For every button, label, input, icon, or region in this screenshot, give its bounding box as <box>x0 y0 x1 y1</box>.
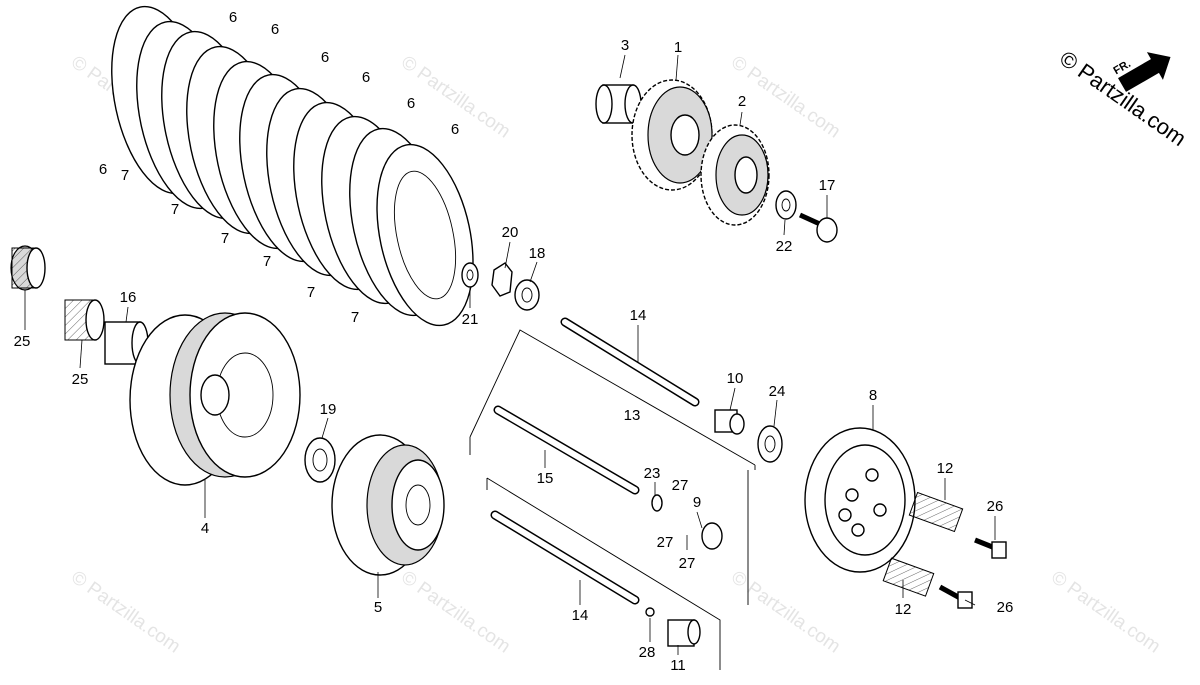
callout-14: 14 <box>572 607 589 624</box>
callout-19: 19 <box>320 401 337 418</box>
callout-9: 9 <box>693 494 701 511</box>
callout-20: 20 <box>502 224 519 241</box>
oil-pump-drive-gear <box>700 124 770 226</box>
callout-11: 11 <box>670 657 686 674</box>
callout-6: 6 <box>271 21 279 38</box>
callout-6: 6 <box>407 95 415 112</box>
callout-27: 27 <box>672 477 689 494</box>
leader-lines <box>24 54 996 655</box>
pressure-plate <box>804 427 916 573</box>
brand-mark: © Partzilla.com FR. <box>1055 46 1191 152</box>
callout-6: 6 <box>229 9 237 26</box>
callout-24: 24 <box>769 383 786 400</box>
callout-7: 7 <box>221 230 229 247</box>
release-bearing <box>757 425 783 463</box>
pushrod-assembly-box <box>469 329 756 670</box>
callout-6: 6 <box>362 69 370 86</box>
callout-22: 22 <box>776 238 793 255</box>
lock-washer <box>461 262 479 288</box>
watermark: © Partzilla.com <box>727 567 844 658</box>
callout-23: 23 <box>644 465 661 482</box>
clutch-center <box>331 434 445 576</box>
gear-washer <box>775 190 797 220</box>
clutch-spring-upper <box>908 491 964 533</box>
callout-12: 12 <box>937 460 954 477</box>
callout-4: 4 <box>201 520 209 537</box>
gear-bolt <box>798 212 838 243</box>
callout-8: 8 <box>869 387 877 404</box>
callout-1: 1 <box>674 39 682 56</box>
spring-bolt-lower <box>938 584 973 609</box>
callout-27: 27 <box>657 534 674 551</box>
callout-28: 28 <box>639 644 656 661</box>
callout-21: 21 <box>462 311 479 328</box>
callout-25: 25 <box>14 333 31 350</box>
lifter-piece <box>714 409 745 435</box>
callout-14: 14 <box>630 307 647 324</box>
callout-7: 7 <box>351 309 359 326</box>
needle-bearing-b <box>64 299 105 341</box>
lifter-joint <box>701 522 723 550</box>
snap-ring <box>651 494 663 512</box>
clutch-plate-stack <box>111 5 474 327</box>
pushrod <box>493 405 640 495</box>
steel-ball <box>645 607 655 617</box>
gear-collar <box>595 84 642 124</box>
callout-labels: 1 2 3 4 5 6 6 6 6 6 6 6 7 7 7 7 7 7 8 9 … <box>14 9 1014 674</box>
callout-7: 7 <box>121 167 129 184</box>
watermark: © Partzilla.com <box>67 567 184 658</box>
tab-washer <box>491 262 513 297</box>
lifter-rod-lower <box>490 510 640 605</box>
callout-26: 26 <box>987 498 1004 515</box>
callout-18: 18 <box>529 245 546 262</box>
callout-2: 2 <box>738 93 746 110</box>
callout-3: 3 <box>621 37 629 54</box>
callout-5: 5 <box>374 599 382 616</box>
callout-12: 12 <box>895 601 912 618</box>
callout-10: 10 <box>727 370 744 387</box>
callout-26: 26 <box>997 599 1014 616</box>
callout-13: 13 <box>624 407 641 424</box>
clutch-spring-lower <box>882 557 935 597</box>
callout-6: 6 <box>99 161 107 178</box>
callout-6: 6 <box>321 49 329 66</box>
callout-7: 7 <box>171 201 179 218</box>
callout-16: 16 <box>120 289 137 306</box>
lifter-rod-upper <box>560 317 700 407</box>
callout-15: 15 <box>537 470 554 487</box>
thrust-washer <box>304 437 336 483</box>
clutch-outer <box>129 312 301 486</box>
spring-bolt-upper <box>974 537 1007 559</box>
lifter-cap <box>667 619 701 647</box>
lock-nut <box>514 279 540 311</box>
callout-7: 7 <box>307 284 315 301</box>
callout-6: 6 <box>451 121 459 138</box>
callout-25: 25 <box>72 371 89 388</box>
callout-27: 27 <box>679 555 696 572</box>
needle-bearing-a <box>10 245 46 291</box>
primary-drive-gear <box>631 79 713 191</box>
callout-7: 7 <box>263 253 271 270</box>
watermark: © Partzilla.com <box>1047 567 1164 658</box>
watermark: © Partzilla.com <box>397 567 514 658</box>
callout-17: 17 <box>819 177 836 194</box>
